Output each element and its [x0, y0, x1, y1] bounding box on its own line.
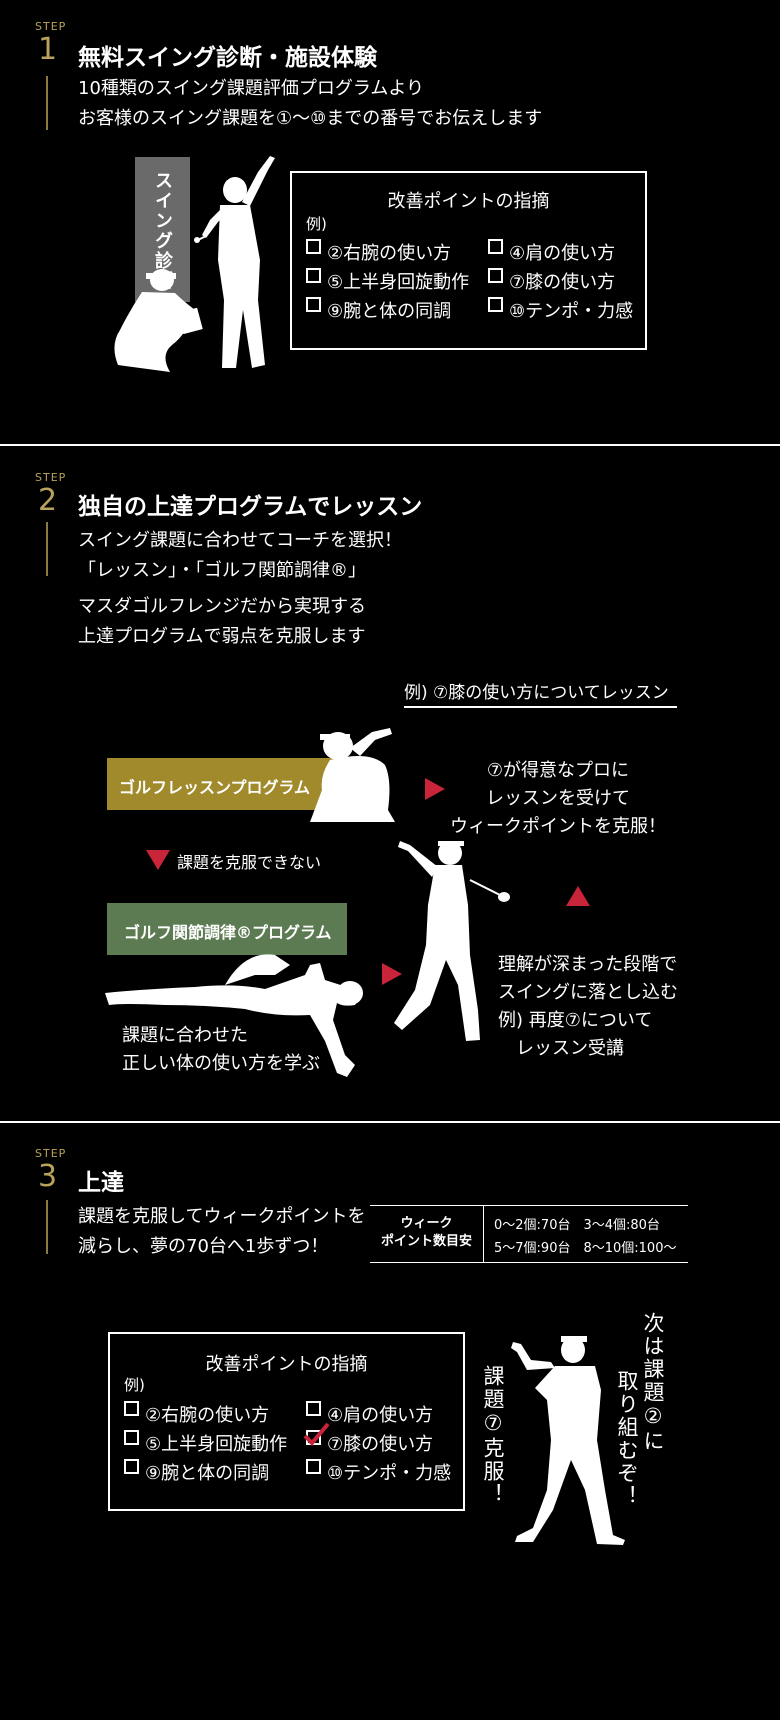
arrow-down-icon [146, 850, 170, 870]
example-heading: 例) ⑦膝の使い方についてレッスン [404, 683, 669, 703]
cannot-overcome-text: 課題を克服できない [177, 853, 322, 872]
example-underline [404, 706, 677, 708]
checkbox [306, 239, 321, 254]
checkbox [488, 239, 503, 254]
checkbox [124, 1401, 139, 1416]
step3-box-example: 例) [124, 1376, 145, 1394]
step3-label: STEP [35, 1147, 67, 1160]
deep-understanding-text: 理解が深まった段階で スイングに落とし込む 例) 再度⑦について レッスン受講 [498, 954, 678, 1059]
step1-label: STEP [35, 20, 67, 33]
step3-title: 上達 [78, 1170, 124, 1196]
item-upper-body: ⑤上半身回旋動作 [145, 1434, 288, 1455]
checkbox [306, 1401, 321, 1416]
checkbox [124, 1430, 139, 1445]
checkbox [488, 268, 503, 283]
step3-number: 3 [38, 1159, 58, 1194]
step3-box-title: 改善ポイントの指摘 [205, 1354, 368, 1375]
section-divider [0, 444, 780, 446]
joint-program-label: ゴルフ関節調律®プログラム [124, 923, 332, 942]
step2-divider [46, 522, 48, 576]
step2-description-1: スイング課題に合わせてコーチを選択！ 「レッスン」・「ゴルフ関節調律®」 [78, 530, 402, 581]
checkbox [124, 1459, 139, 1474]
table-row-1: 0〜2個:70台 3〜4個:80台 [494, 1218, 660, 1233]
section-divider [0, 1121, 780, 1123]
checkbox [306, 268, 321, 283]
item-arm-body: ⑨腕と体の同調 [327, 301, 452, 322]
table-divider [483, 1206, 484, 1262]
step2-number: 2 [38, 483, 58, 518]
next-challenge-text: 次は課題②に [641, 1312, 665, 1453]
checkbox [488, 297, 503, 312]
step1-number: 1 [38, 32, 58, 67]
lesson-golfer-silhouette [310, 728, 395, 822]
swing-diagnosis-tag: スイング診断 [135, 157, 190, 302]
table-header: ウィーク ポイント数目安 [380, 1216, 472, 1249]
item-tempo: ⑩テンポ・力感 [509, 301, 634, 322]
step1-title: 無料スイング診断・施設体験 [78, 45, 377, 71]
step1-improvement-box: 改善ポイントの指摘 例) ②右腕の使い方 ④肩の使い方 ⑤上半身回旋動作 ⑦膝の… [290, 171, 647, 350]
item-arm-body: ⑨腕と体の同調 [145, 1463, 270, 1484]
arrow-up-icon [566, 886, 590, 906]
item-knee: ⑦膝の使い方 [327, 1434, 434, 1455]
step1-description: 10種類のスイング課題評価プログラムより お客様のスイング課題を①〜⑩までの番号… [78, 78, 543, 129]
table-row-2: 5〜7個:90台 8〜10個:100〜 [494, 1241, 677, 1256]
step2-description-2: マスダゴルフレンジだから実現する 上達プログラムで弱点を克服します [78, 596, 366, 647]
checkbox [306, 297, 321, 312]
swing-golfer-silhouette [394, 841, 510, 1041]
step1-box-title: 改善ポイントの指摘 [387, 191, 550, 212]
step1-divider [46, 76, 48, 130]
step2-label: STEP [35, 471, 67, 484]
arrow-right-icon [382, 963, 402, 985]
checkbox [306, 1459, 321, 1474]
red-checkmark-icon [303, 1422, 330, 1446]
swing-diagnosis-label: スイング診断 [152, 171, 173, 291]
item-tempo: ⑩テンポ・力感 [327, 1463, 452, 1484]
celebrating-golfer-silhouette [511, 1336, 625, 1545]
overcome-text: 課題⑦克服！ [481, 1365, 505, 1506]
step3-description: 課題を克服してウィークポイントを 減らし、夢の70台へ1歩ずつ！ [78, 1206, 366, 1257]
step3-improvement-box: 改善ポイントの指摘 例) ②右腕の使い方 ④肩の使い方 ⑤上半身回旋動作 ⑦膝の… [108, 1332, 465, 1511]
item-right-arm: ②右腕の使い方 [327, 243, 452, 264]
weak-point-table: ウィーク ポイント数目安 0〜2個:70台 3〜4個:80台 5〜7個:90台 … [370, 1205, 688, 1263]
stretching-figure-silhouette [105, 954, 363, 1077]
coach-golfer-silhouette [114, 156, 275, 372]
lesson-program-label: ゴルフレッスンプログラム [119, 778, 311, 797]
lesson-program-banner: ゴルフレッスンプログラム [107, 758, 342, 810]
tackle-text: 取り組むぞ！ [615, 1370, 639, 1508]
pro-lesson-text: ⑦が得意なプロに レッスンを受けて ウィークポイントを克服！ [450, 760, 666, 837]
item-right-arm: ②右腕の使い方 [145, 1405, 270, 1426]
step2-title: 独自の上達プログラムでレッスン [78, 494, 423, 520]
joint-program-banner: ゴルフ関節調律®プログラム [107, 903, 347, 955]
step1-box-example: 例) [306, 215, 327, 233]
item-knee: ⑦膝の使い方 [509, 272, 616, 293]
item-upper-body: ⑤上半身回旋動作 [327, 272, 470, 293]
item-shoulder: ④肩の使い方 [327, 1405, 434, 1426]
item-shoulder: ④肩の使い方 [509, 243, 616, 264]
step3-divider [46, 1200, 48, 1254]
arrow-right-icon [425, 778, 445, 800]
body-usage-text: 課題に合わせた 正しい体の使い方を学ぶ [122, 1025, 320, 1074]
